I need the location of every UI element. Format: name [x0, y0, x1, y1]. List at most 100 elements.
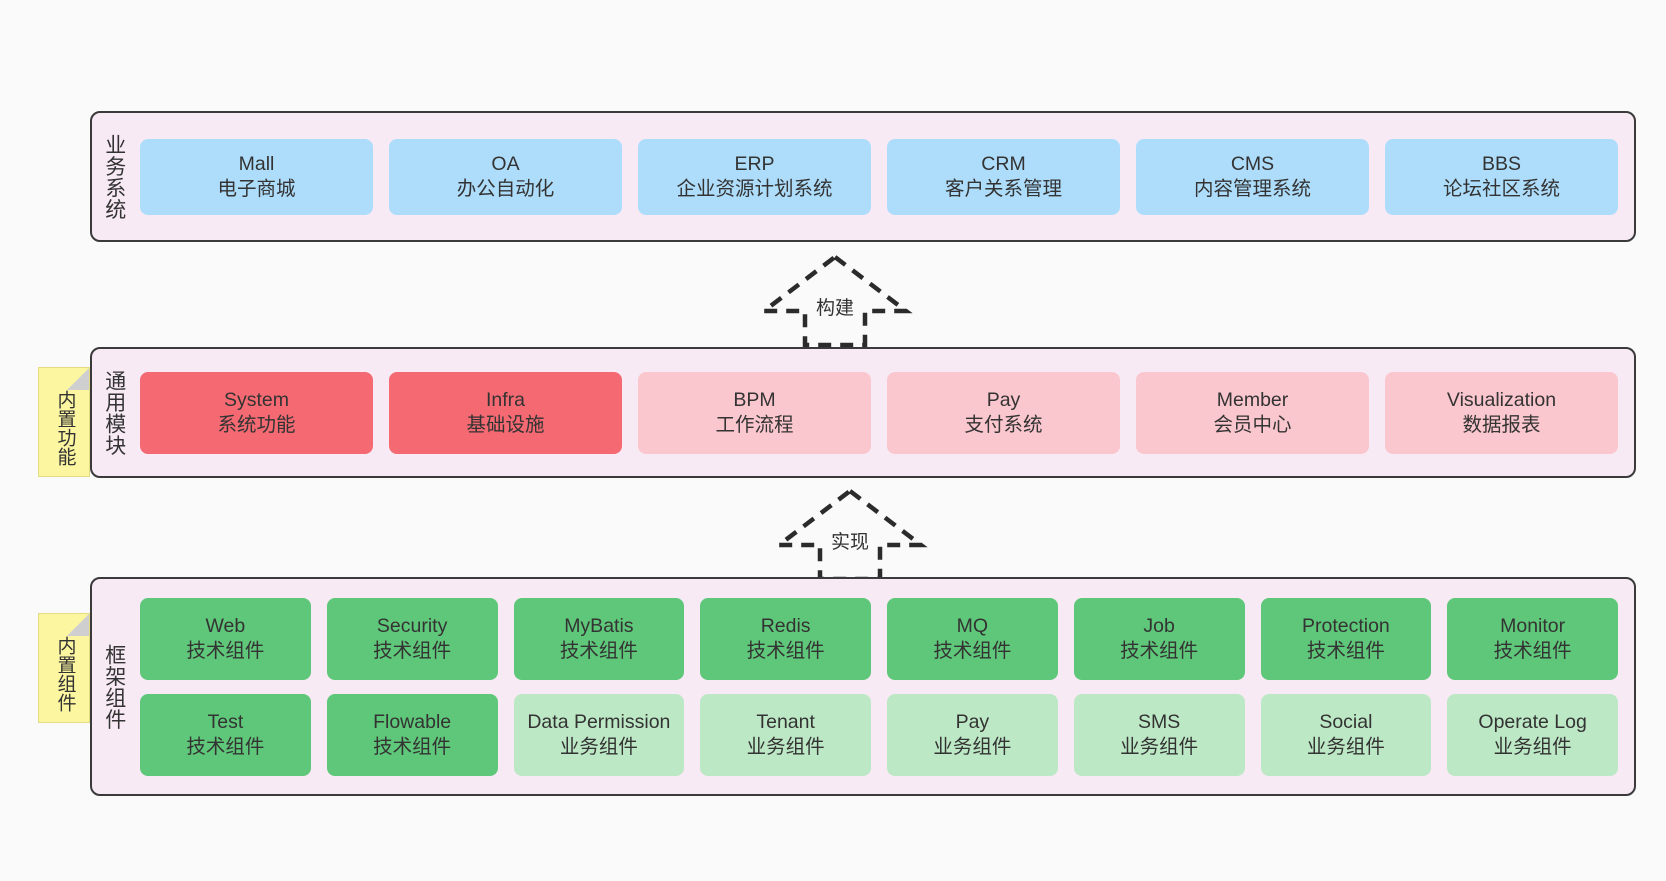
- connector-build-label: 构建: [815, 298, 854, 319]
- module-card-data-permission[interactable]: Data Permission 业务组件: [513, 693, 685, 776]
- module-card-subtitle: 技术组件: [373, 639, 452, 662]
- module-card-mq[interactable]: MQ 技术组件: [887, 597, 1058, 680]
- module-card-subtitle: 数据报表: [1462, 413, 1541, 436]
- connector-build-arrow-icon: 构建: [757, 253, 913, 348]
- module-card-title: Data Permission: [527, 710, 671, 733]
- module-card-subtitle: 办公自动化: [456, 177, 555, 200]
- module-card-mall[interactable]: Mall 电子商城: [140, 138, 373, 215]
- module-card-title: SMS: [1137, 710, 1181, 733]
- module-card-pay-business[interactable]: Pay 业务组件: [887, 693, 1058, 776]
- module-card-member[interactable]: Member 会员中心: [1136, 371, 1369, 454]
- module-card-subtitle: 技术组件: [1493, 639, 1572, 662]
- module-card-title: ERP: [734, 152, 775, 175]
- module-card-cms[interactable]: CMS 内容管理系统: [1136, 138, 1369, 215]
- module-card-subtitle: 业务组件: [1306, 735, 1385, 758]
- module-card-title: Infra: [485, 388, 526, 411]
- module-card-bpm[interactable]: BPM 工作流程: [638, 371, 871, 454]
- module-card-title: Job: [1143, 614, 1175, 637]
- module-card-subtitle: 业务组件: [1120, 735, 1199, 758]
- module-card-title: Protection: [1301, 614, 1390, 637]
- module-card-test[interactable]: Test 技术组件: [140, 693, 311, 776]
- module-card-subtitle: 基础设施: [466, 413, 545, 436]
- module-card-title: Pay: [986, 388, 1021, 411]
- module-card-tenant[interactable]: Tenant 业务组件: [700, 693, 871, 776]
- layer-row: System 系统功能 Infra 基础设施 BPM 工作流程 Pay 支付系统…: [140, 371, 1618, 454]
- module-card-subtitle: 技术组件: [746, 639, 825, 662]
- module-card-subtitle: 技术组件: [186, 735, 265, 758]
- module-card-subtitle: 会员中心: [1213, 413, 1292, 436]
- module-card-subtitle: 论坛社区系统: [1442, 177, 1560, 200]
- layer-title-common-module: 通用模块: [102, 369, 126, 456]
- sticky-note-label: 内置组件: [54, 636, 76, 712]
- module-card-title: Social: [1319, 710, 1373, 733]
- module-card-title: Monitor: [1500, 614, 1566, 637]
- module-card-subtitle: 内容管理系统: [1193, 177, 1311, 200]
- layer-body-framework-component: Web 技术组件 Security 技术组件 MyBatis 技术组件 Redi…: [136, 579, 1634, 794]
- module-card-erp[interactable]: ERP 企业资源计划系统: [638, 138, 871, 215]
- module-card-oa[interactable]: OA 办公自动化: [389, 138, 622, 215]
- module-card-title: Security: [376, 614, 448, 637]
- module-card-flowable[interactable]: Flowable 技术组件: [326, 693, 498, 776]
- module-card-title: BPM: [733, 388, 776, 411]
- module-card-sms[interactable]: SMS 业务组件: [1073, 693, 1245, 776]
- layer-title-business-system: 业务系统: [102, 133, 126, 220]
- module-card-mybatis[interactable]: MyBatis 技术组件: [513, 597, 685, 680]
- module-card-subtitle: 客户关系管理: [944, 177, 1062, 200]
- module-card-bbs[interactable]: BBS 论坛社区系统: [1385, 138, 1618, 215]
- module-card-title: CMS: [1230, 152, 1275, 175]
- module-card-title: Pay: [955, 710, 990, 733]
- module-card-title: Tenant: [756, 710, 815, 733]
- layer-body-common-module: System 系统功能 Infra 基础设施 BPM 工作流程 Pay 支付系统…: [136, 349, 1634, 476]
- module-card-title: Test: [207, 710, 244, 733]
- layer-title-framework-component: 框架组件: [102, 643, 126, 730]
- connector-realize-arrow-icon: 实现: [772, 487, 928, 582]
- module-card-subtitle: 业务组件: [746, 735, 825, 758]
- module-card-title: Operate Log: [1478, 710, 1587, 733]
- module-card-subtitle: 支付系统: [964, 413, 1043, 436]
- module-card-subtitle: 业务组件: [1493, 735, 1572, 758]
- layer-business-system: 业务系统 Mall 电子商城 OA 办公自动化 ERP 企业资源计划系统 CRM…: [90, 111, 1636, 242]
- module-card-subtitle: 业务组件: [933, 735, 1012, 758]
- module-card-monitor[interactable]: Monitor 技术组件: [1447, 597, 1618, 680]
- module-card-subtitle: 电子商城: [217, 177, 296, 200]
- layer-common-module: 通用模块 System 系统功能 Infra 基础设施 BPM 工作流程 Pay…: [90, 347, 1636, 478]
- sticky-note-builtin-component: 内置组件: [38, 613, 90, 723]
- layer-row: Web 技术组件 Security 技术组件 MyBatis 技术组件 Redi…: [140, 597, 1618, 680]
- module-card-web[interactable]: Web 技术组件: [140, 597, 311, 680]
- sticky-note-builtin-function: 内置功能: [38, 367, 90, 477]
- module-card-protection[interactable]: Protection 技术组件: [1260, 597, 1432, 680]
- layer-body-business-system: Mall 电子商城 OA 办公自动化 ERP 企业资源计划系统 CRM 客户关系…: [136, 113, 1634, 240]
- module-card-subtitle: 工作流程: [715, 413, 794, 436]
- module-card-title: Web: [205, 614, 246, 637]
- module-card-title: MyBatis: [564, 614, 634, 637]
- module-card-job[interactable]: Job 技术组件: [1073, 597, 1245, 680]
- layer-row: Mall 电子商城 OA 办公自动化 ERP 企业资源计划系统 CRM 客户关系…: [140, 138, 1618, 215]
- module-card-title: System: [223, 388, 289, 411]
- module-card-redis[interactable]: Redis 技术组件: [700, 597, 871, 680]
- layer-row: Test 技术组件 Flowable 技术组件 Data Permission …: [140, 693, 1618, 776]
- module-card-subtitle: 企业资源计划系统: [676, 177, 833, 200]
- module-card-pay[interactable]: Pay 支付系统: [887, 371, 1120, 454]
- module-card-subtitle: 业务组件: [559, 735, 638, 758]
- module-card-subtitle: 技术组件: [559, 639, 638, 662]
- module-card-title: Visualization: [1446, 388, 1557, 411]
- module-card-subtitle: 技术组件: [933, 639, 1012, 662]
- module-card-social[interactable]: Social 业务组件: [1260, 693, 1432, 776]
- module-card-crm[interactable]: CRM 客户关系管理: [887, 138, 1120, 215]
- module-card-title: MQ: [956, 614, 989, 637]
- module-card-subtitle: 技术组件: [1120, 639, 1199, 662]
- module-card-subtitle: 技术组件: [1306, 639, 1385, 662]
- module-card-title: Mall: [238, 152, 275, 175]
- connector-realize-label: 实现: [830, 532, 869, 553]
- module-card-title: Redis: [760, 614, 811, 637]
- module-card-system[interactable]: System 系统功能: [140, 371, 373, 454]
- module-card-subtitle: 技术组件: [373, 735, 452, 758]
- module-card-security[interactable]: Security 技术组件: [326, 597, 498, 680]
- module-card-infra[interactable]: Infra 基础设施: [389, 371, 622, 454]
- module-card-title: Flowable: [373, 710, 452, 733]
- module-card-title: CRM: [981, 152, 1026, 175]
- module-card-operate-log[interactable]: Operate Log 业务组件: [1447, 693, 1618, 776]
- sticky-note-label: 内置功能: [54, 390, 76, 466]
- module-card-visualization[interactable]: Visualization 数据报表: [1385, 371, 1618, 454]
- module-card-title: OA: [491, 152, 520, 175]
